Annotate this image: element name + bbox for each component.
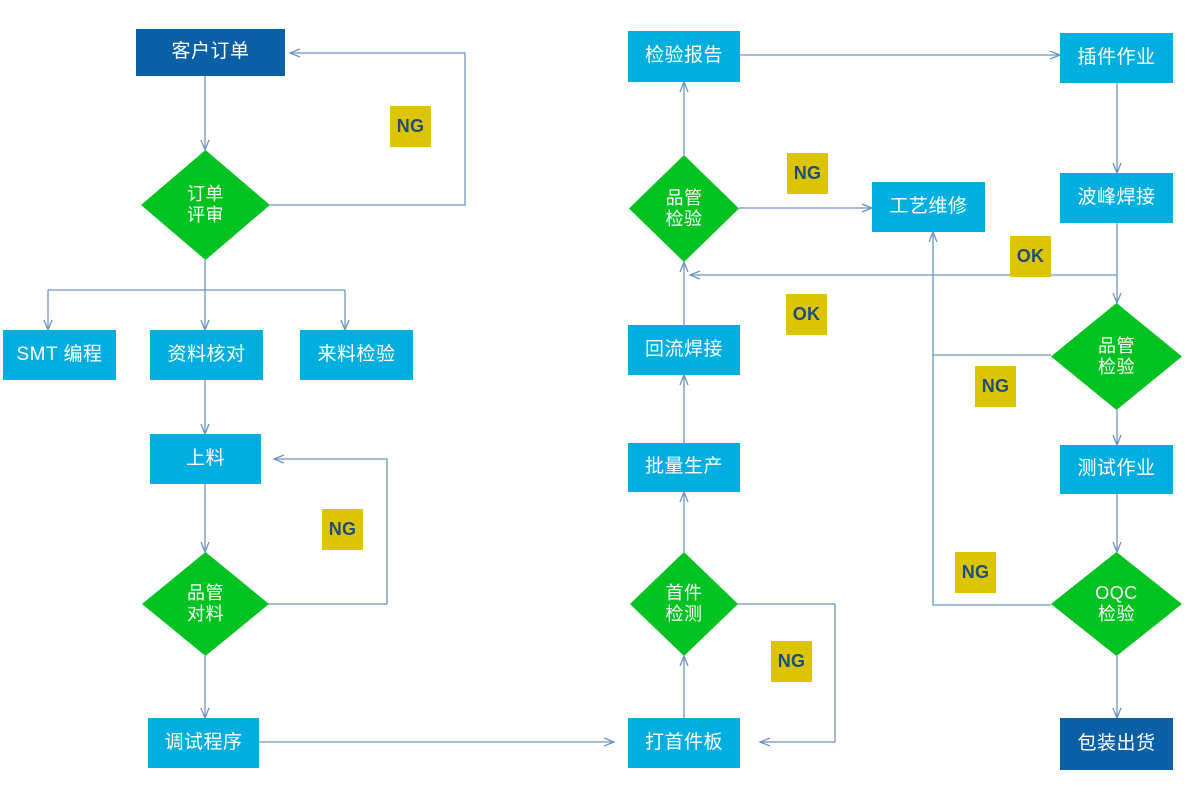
node-debug-program[interactable]: 调试程序 [148, 718, 259, 768]
badge-ng-qc-material: NG [322, 509, 363, 550]
node-insert-work[interactable]: 插件作业 [1060, 33, 1173, 83]
node-first-article-test[interactable]: 首件 检测 [630, 552, 738, 656]
badge-label: NG [981, 376, 1010, 396]
node-label: 检验报告 [644, 45, 723, 67]
node-customer-order[interactable]: 客户订单 [136, 29, 285, 76]
diamond-shape [1051, 303, 1182, 410]
node-label: 测试作业 [1077, 458, 1156, 480]
node-reflow-solder[interactable]: 回流焊接 [628, 325, 740, 375]
diamond-shape [629, 155, 739, 262]
node-label: 包装出货 [1077, 732, 1156, 754]
node-label: 插件作业 [1077, 46, 1156, 68]
node-inspection-report[interactable]: 检验报告 [628, 31, 740, 82]
node-label: 批量生产 [644, 456, 723, 478]
node-loading[interactable]: 上料 [150, 434, 261, 484]
edge-review-ng-loop [270, 48, 466, 206]
diamond-shape [142, 552, 269, 656]
node-label: 回流焊接 [644, 338, 723, 360]
node-qc-inspect-right[interactable]: 品管 检验 [1051, 303, 1182, 410]
node-label: 品管 对料 [187, 583, 224, 624]
diamond-shape [141, 150, 270, 260]
node-label: 上料 [185, 447, 225, 469]
badge-ok-qc-mid: OK [786, 294, 827, 335]
badge-ng-first-article: NG [771, 641, 812, 682]
badge-label: OK [792, 304, 821, 324]
badge-ng-oqc: NG [955, 552, 996, 593]
node-qc-inspect-mid[interactable]: 品管 检验 [629, 155, 739, 262]
node-smt-program[interactable]: SMT 编程 [3, 330, 116, 380]
badge-ng-order-review: NG [390, 106, 431, 147]
node-data-check[interactable]: 资料核对 [150, 330, 263, 380]
node-label: 订单 评审 [187, 184, 224, 225]
node-incoming-inspect[interactable]: 来料检验 [300, 330, 413, 380]
node-order-review[interactable]: 订单 评审 [141, 150, 270, 260]
diamond-shape [630, 552, 738, 656]
node-label: 品管 检验 [665, 187, 703, 229]
node-mass-production[interactable]: 批量生产 [628, 443, 740, 492]
badge-label: NG [777, 651, 806, 671]
badge-label: NG [793, 163, 822, 183]
node-oqc-inspect[interactable]: OQC 检验 [1051, 552, 1182, 656]
node-label: 品管 检验 [1098, 335, 1135, 377]
node-label: 波峰焊接 [1077, 186, 1156, 208]
node-label: 资料核对 [167, 343, 246, 365]
badge-ng-qc-mid: NG [787, 153, 828, 194]
node-label: 打首件板 [644, 731, 723, 753]
node-label: 来料检验 [317, 343, 396, 365]
node-qc-material[interactable]: 品管 对料 [142, 552, 269, 656]
node-label: 客户订单 [171, 41, 250, 63]
node-wave-solder[interactable]: 波峰焊接 [1060, 173, 1173, 223]
node-label: SMT 编程 [16, 343, 103, 365]
badge-ok-wave: OK [1010, 236, 1051, 277]
node-packing-shipment[interactable]: 包装出货 [1060, 718, 1173, 770]
node-label: 工艺维修 [889, 195, 968, 217]
node-first-article-board[interactable]: 打首件板 [628, 718, 740, 768]
node-test-work[interactable]: 测试作业 [1060, 445, 1173, 494]
node-process-repair[interactable]: 工艺维修 [872, 182, 985, 232]
badge-label: OK [1016, 246, 1045, 266]
badge-ng-qc-right: NG [975, 366, 1016, 407]
diamond-shape [1051, 552, 1182, 656]
node-label: OQC 检验 [1095, 583, 1138, 624]
badge-label: NG [396, 116, 425, 136]
node-label: 调试程序 [164, 731, 243, 753]
badge-label: NG [328, 519, 357, 539]
node-label: 首件 检测 [665, 583, 703, 624]
badge-label: NG [961, 562, 990, 582]
